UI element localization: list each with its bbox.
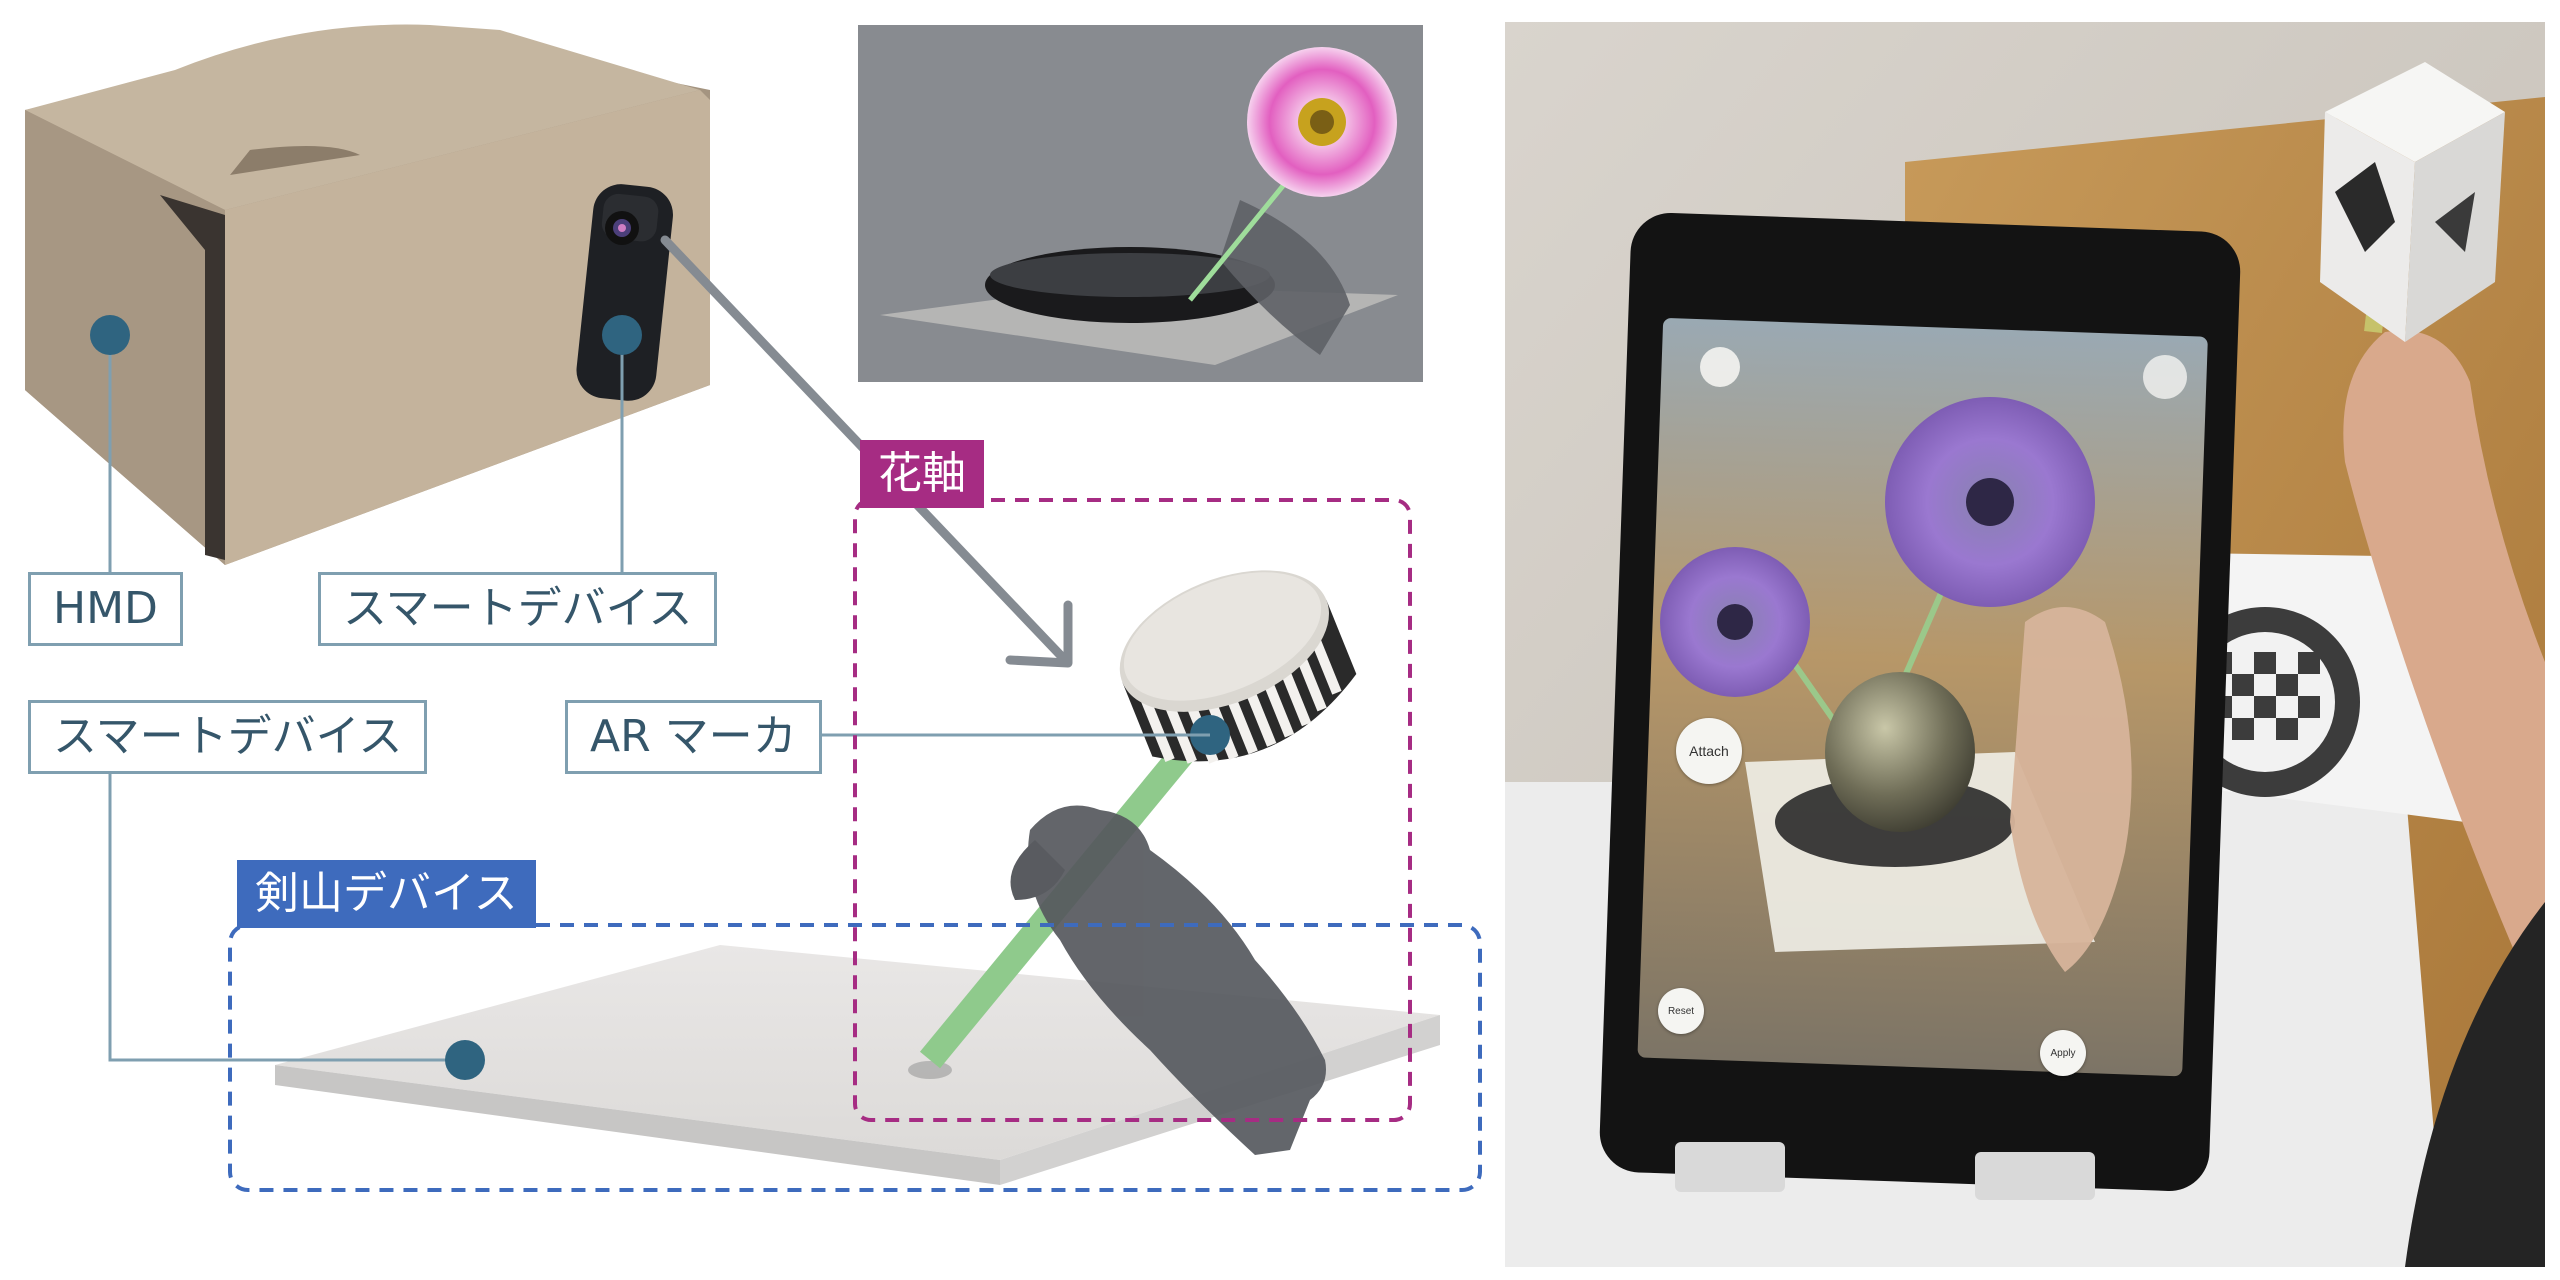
kenzan-device-frame bbox=[228, 923, 1482, 1192]
label-smart-device-bottom: スマートデバイス bbox=[28, 700, 428, 774]
system-diagram bbox=[25, 24, 1482, 1192]
marker-cube-photo bbox=[2320, 62, 2505, 342]
label-ar-marker: AR マーカ bbox=[565, 700, 822, 774]
label-hmd: HMD bbox=[28, 572, 183, 646]
flower-stem-frame bbox=[853, 498, 1412, 1122]
hmd-marker-dot bbox=[90, 315, 130, 355]
flower-stem-device bbox=[908, 570, 1357, 1079]
tablet-photo bbox=[1505, 22, 2545, 1267]
label-kenzan-device: 剣山デバイス bbox=[237, 860, 536, 928]
ar-view-inset bbox=[858, 25, 1423, 382]
tablet-reset-button[interactable]: Reset bbox=[1658, 988, 1704, 1034]
tablet-apply-button[interactable]: Apply bbox=[2040, 1030, 2086, 1076]
label-smart-device-top: スマートデバイス bbox=[318, 572, 718, 646]
hand-illustration bbox=[1010, 805, 1326, 1155]
tablet-attach-button[interactable]: Attach bbox=[1676, 718, 1742, 784]
tablet-device bbox=[1599, 213, 2241, 1200]
smart-device-marker-dot bbox=[602, 315, 642, 355]
kenzan-marker-dot bbox=[445, 1040, 485, 1080]
hmd-cardboard-viewer bbox=[25, 24, 710, 565]
label-flower-stem: 花軸 bbox=[860, 440, 984, 508]
